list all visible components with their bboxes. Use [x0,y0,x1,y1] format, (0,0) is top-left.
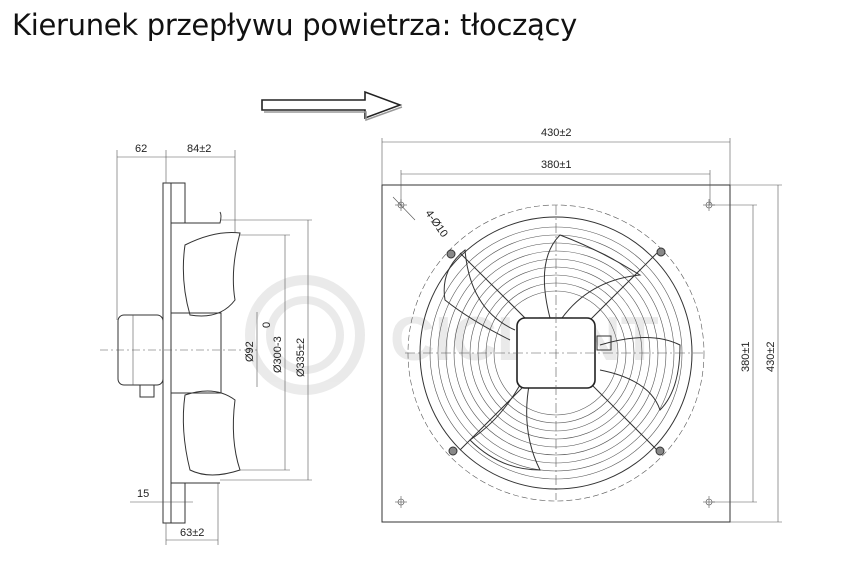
page-title: Kierunek przepływu powietrza: tłoczący [12,8,578,42]
dim-mounting-holes: 4-Ø10 [423,208,450,240]
watermark-logo: CICLENT [245,275,659,395]
dim-plate-width: 430±2 [541,127,572,139]
dim-total-depth: 84±2 [187,143,211,155]
dim-blade: Ø300-3 [272,336,284,373]
dim-ring: Ø335±2 [295,338,307,377]
front-view [381,138,782,523]
dim-motor-depth: 62 [135,143,147,155]
dim-holes-width: 380±1 [541,159,572,171]
dim-plate-height: 430±2 [765,341,777,372]
dim-ring-depth: 63±2 [180,527,204,539]
side-view [100,150,312,545]
dim-blade-tolerance: 0 [261,322,273,328]
right-arrow-icon [261,90,403,122]
dim-hub: Ø92 [244,341,256,362]
dim-holes-height: 380±1 [740,341,752,372]
dim-flange: 15 [137,488,149,500]
